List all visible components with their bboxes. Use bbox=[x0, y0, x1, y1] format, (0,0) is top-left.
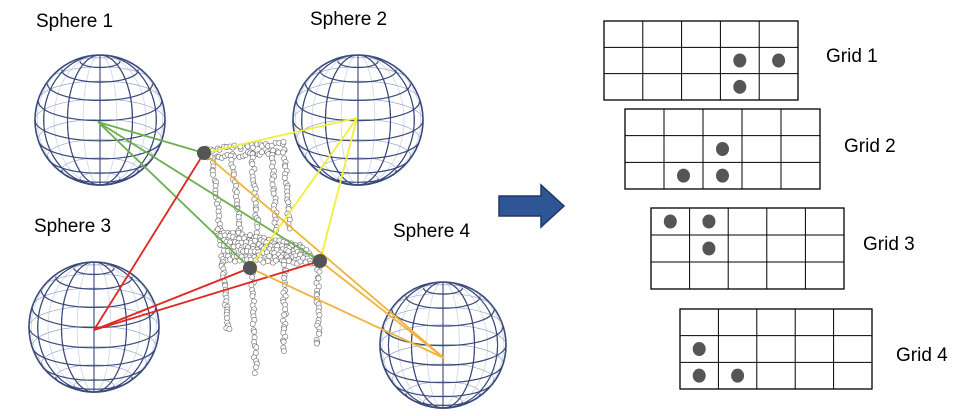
grid-dot bbox=[716, 168, 729, 183]
sphere-meridian bbox=[324, 54, 392, 186]
sphere-1-ray bbox=[97, 121, 321, 262]
chair-point bbox=[253, 364, 259, 371]
grid-dot bbox=[733, 79, 747, 94]
sphere-3-label: Sphere 3 bbox=[34, 216, 111, 237]
chair-point bbox=[281, 348, 287, 354]
chair-point bbox=[281, 311, 288, 318]
chair-point bbox=[285, 199, 292, 206]
chair-point bbox=[269, 176, 276, 183]
grid-dot bbox=[702, 214, 716, 229]
chair-point bbox=[315, 275, 322, 282]
chair-point bbox=[253, 344, 260, 351]
grid-frame bbox=[603, 20, 799, 101]
sphere-4-label: Sphere 4 bbox=[393, 221, 471, 242]
right-arrow-icon bbox=[498, 183, 566, 229]
chair-keypoints bbox=[197, 146, 327, 275]
grid-dot bbox=[716, 142, 729, 156]
chair-point bbox=[297, 258, 304, 265]
grid-frame bbox=[650, 207, 845, 290]
sphere-1-ray bbox=[97, 121, 251, 269]
sphere-1-ray bbox=[97, 121, 205, 154]
sphere-3-ray bbox=[93, 260, 321, 331]
grid-4-label: Grid 4 bbox=[896, 345, 948, 366]
keypoint-dot bbox=[243, 261, 257, 275]
chair-point bbox=[254, 224, 261, 230]
grid-3 bbox=[650, 207, 845, 290]
chair-point bbox=[281, 274, 287, 281]
grid-1 bbox=[603, 20, 799, 101]
chair-point bbox=[227, 256, 233, 263]
chair-point bbox=[313, 340, 320, 347]
chair-point bbox=[249, 321, 256, 327]
grid-dot bbox=[692, 368, 706, 383]
chair-point bbox=[272, 257, 279, 264]
chair-point bbox=[275, 149, 282, 156]
chair-point bbox=[221, 232, 228, 239]
sphere-2-ray bbox=[249, 117, 358, 269]
chair-point bbox=[216, 213, 223, 219]
keypoint-dot bbox=[197, 146, 211, 160]
sphere-3-ray bbox=[93, 267, 251, 331]
sphere-1 bbox=[34, 54, 166, 186]
grid-2-label: Grid 2 bbox=[844, 136, 896, 157]
chair-point bbox=[226, 326, 233, 332]
chair-point bbox=[214, 226, 221, 233]
chair-point bbox=[210, 171, 216, 178]
sphere-2 bbox=[292, 54, 424, 186]
chair-point bbox=[250, 144, 256, 151]
grid-4 bbox=[679, 308, 873, 390]
grid-3-label: Grid 3 bbox=[863, 234, 915, 255]
sphere-3 bbox=[28, 261, 160, 393]
sphere-1-label: Sphere 1 bbox=[36, 11, 113, 32]
chair-point bbox=[271, 219, 278, 226]
sphere-4-ray bbox=[319, 260, 445, 359]
grid-1-label: Grid 1 bbox=[826, 46, 878, 67]
grid-2 bbox=[624, 108, 821, 190]
chair-point bbox=[280, 338, 287, 345]
grid-dot bbox=[692, 342, 706, 356]
chair-point bbox=[249, 293, 256, 300]
sphere-3-ray bbox=[93, 152, 205, 331]
grid-dot bbox=[702, 241, 716, 256]
chair-point bbox=[280, 138, 287, 145]
chair-point bbox=[280, 149, 286, 156]
sphere-meridian bbox=[410, 281, 476, 409]
chair-point-cloud bbox=[202, 138, 323, 377]
chair-point bbox=[258, 149, 265, 156]
chair-point bbox=[252, 206, 259, 213]
chair-point bbox=[235, 214, 242, 220]
sphere-4-ray bbox=[249, 267, 445, 359]
projection-lines bbox=[93, 117, 445, 359]
grid-dot bbox=[663, 214, 677, 229]
grid-dot bbox=[733, 53, 747, 68]
chair-point bbox=[230, 164, 236, 171]
sphere-4 bbox=[379, 281, 507, 409]
sphere-meridian bbox=[60, 261, 128, 393]
chair-point bbox=[316, 312, 323, 319]
chair-point bbox=[316, 330, 322, 337]
grid-dot bbox=[772, 53, 786, 68]
chair-point bbox=[266, 253, 273, 260]
sphere-2-label: Sphere 2 bbox=[310, 9, 387, 30]
chair-point bbox=[249, 274, 256, 281]
sphere-meridian bbox=[66, 54, 134, 186]
chair-point bbox=[281, 175, 288, 181]
chair-point bbox=[281, 261, 287, 268]
grid-dot bbox=[677, 168, 690, 183]
chair-point bbox=[251, 328, 258, 335]
chair-point bbox=[252, 237, 258, 244]
chair-point bbox=[212, 182, 219, 189]
chair-point bbox=[251, 334, 258, 341]
chair-point bbox=[265, 258, 271, 264]
sphere-2-ray bbox=[319, 117, 358, 262]
sphere-2-ray bbox=[203, 117, 358, 154]
chair-point bbox=[249, 161, 256, 167]
keypoint-dot bbox=[313, 254, 327, 268]
chair-point bbox=[270, 190, 277, 197]
grid-dot bbox=[731, 368, 745, 383]
chair-point bbox=[316, 268, 323, 275]
grid-frame bbox=[679, 308, 873, 390]
chair-point bbox=[251, 370, 258, 377]
